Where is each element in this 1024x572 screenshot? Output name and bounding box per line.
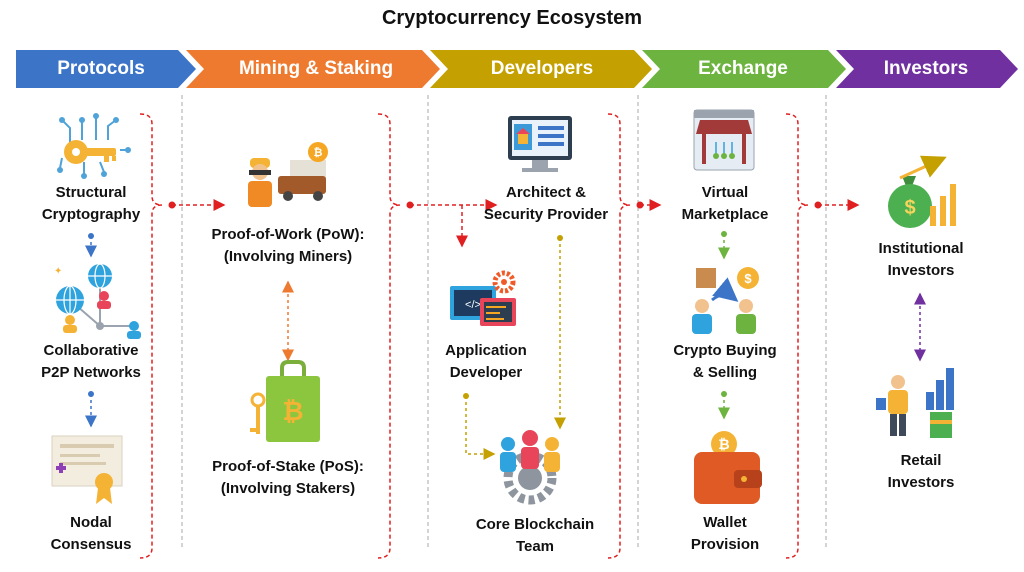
svg-text:$: $ (744, 271, 752, 286)
stage-label-mining-staking: Mining & Staking (238, 58, 394, 79)
connector-dot (88, 233, 94, 239)
stage-chevron-developers (430, 50, 652, 88)
connector-dot (557, 235, 563, 241)
key-circuit-icon (57, 113, 131, 179)
stage-label-protocols: Protocols (57, 58, 145, 79)
money-bag-growth-icon: $ (888, 155, 956, 228)
bitcoin-lock-icon: ₿ (250, 360, 320, 442)
node-proof-of-work: Proof-of-Work (PoW):(Involving Miners) (211, 226, 365, 265)
svg-text:</>: </> (465, 299, 481, 311)
svg-text:✦: ✦ (54, 266, 62, 277)
stage-chevron-exchange (642, 50, 846, 88)
stage-chevron-investors (836, 50, 1018, 88)
stage-chevron-protocols (16, 50, 196, 88)
group-bracket (139, 113, 163, 559)
investor-chart-icon (876, 368, 954, 438)
trade-exchange-icon: $ (692, 267, 759, 334)
connector-dot (721, 391, 727, 397)
bitcoin-wallet-icon: ₿ (694, 431, 762, 504)
connector-dot (88, 391, 94, 397)
market-stall-icon (693, 109, 755, 171)
network-globes-icon: ✦ (54, 263, 141, 339)
stage-label-exchange: Exchange (698, 58, 788, 79)
flow-connector (465, 396, 496, 460)
group-bracket (607, 113, 631, 559)
svg-text:₿: ₿ (314, 147, 323, 159)
connector-dot (168, 201, 176, 209)
stage-chevron-mining (186, 50, 440, 88)
monitor-dashboard-icon (508, 116, 572, 172)
node-crypto-buying-selling: Crypto Buying& Selling (673, 342, 777, 381)
group-bracket (785, 113, 809, 559)
stage-label-developers: Developers (490, 58, 594, 79)
certificate-icon (51, 435, 123, 504)
page-title: Cryptocurrency Ecosystem (381, 7, 643, 29)
node-proof-of-stake: Proof-of-Stake (PoS):(Involving Stakers) (212, 458, 364, 497)
stage-label-investors: Investors (883, 58, 969, 79)
node-architect-security: Architect &Security Provider (483, 184, 609, 223)
group-bracket (377, 113, 401, 559)
connector-dot (406, 201, 414, 209)
connector-dot (636, 201, 644, 209)
svg-text:$: $ (904, 197, 915, 219)
connector-dot (463, 393, 469, 399)
svg-text:₿: ₿ (718, 436, 729, 452)
connector-dot (721, 231, 727, 237)
team-gear-icon (500, 430, 560, 505)
code-devices-icon: </> (450, 270, 516, 326)
miner-cart-icon: ₿ (248, 142, 328, 207)
connector-dot (814, 201, 822, 209)
svg-text:₿: ₿ (282, 396, 303, 426)
